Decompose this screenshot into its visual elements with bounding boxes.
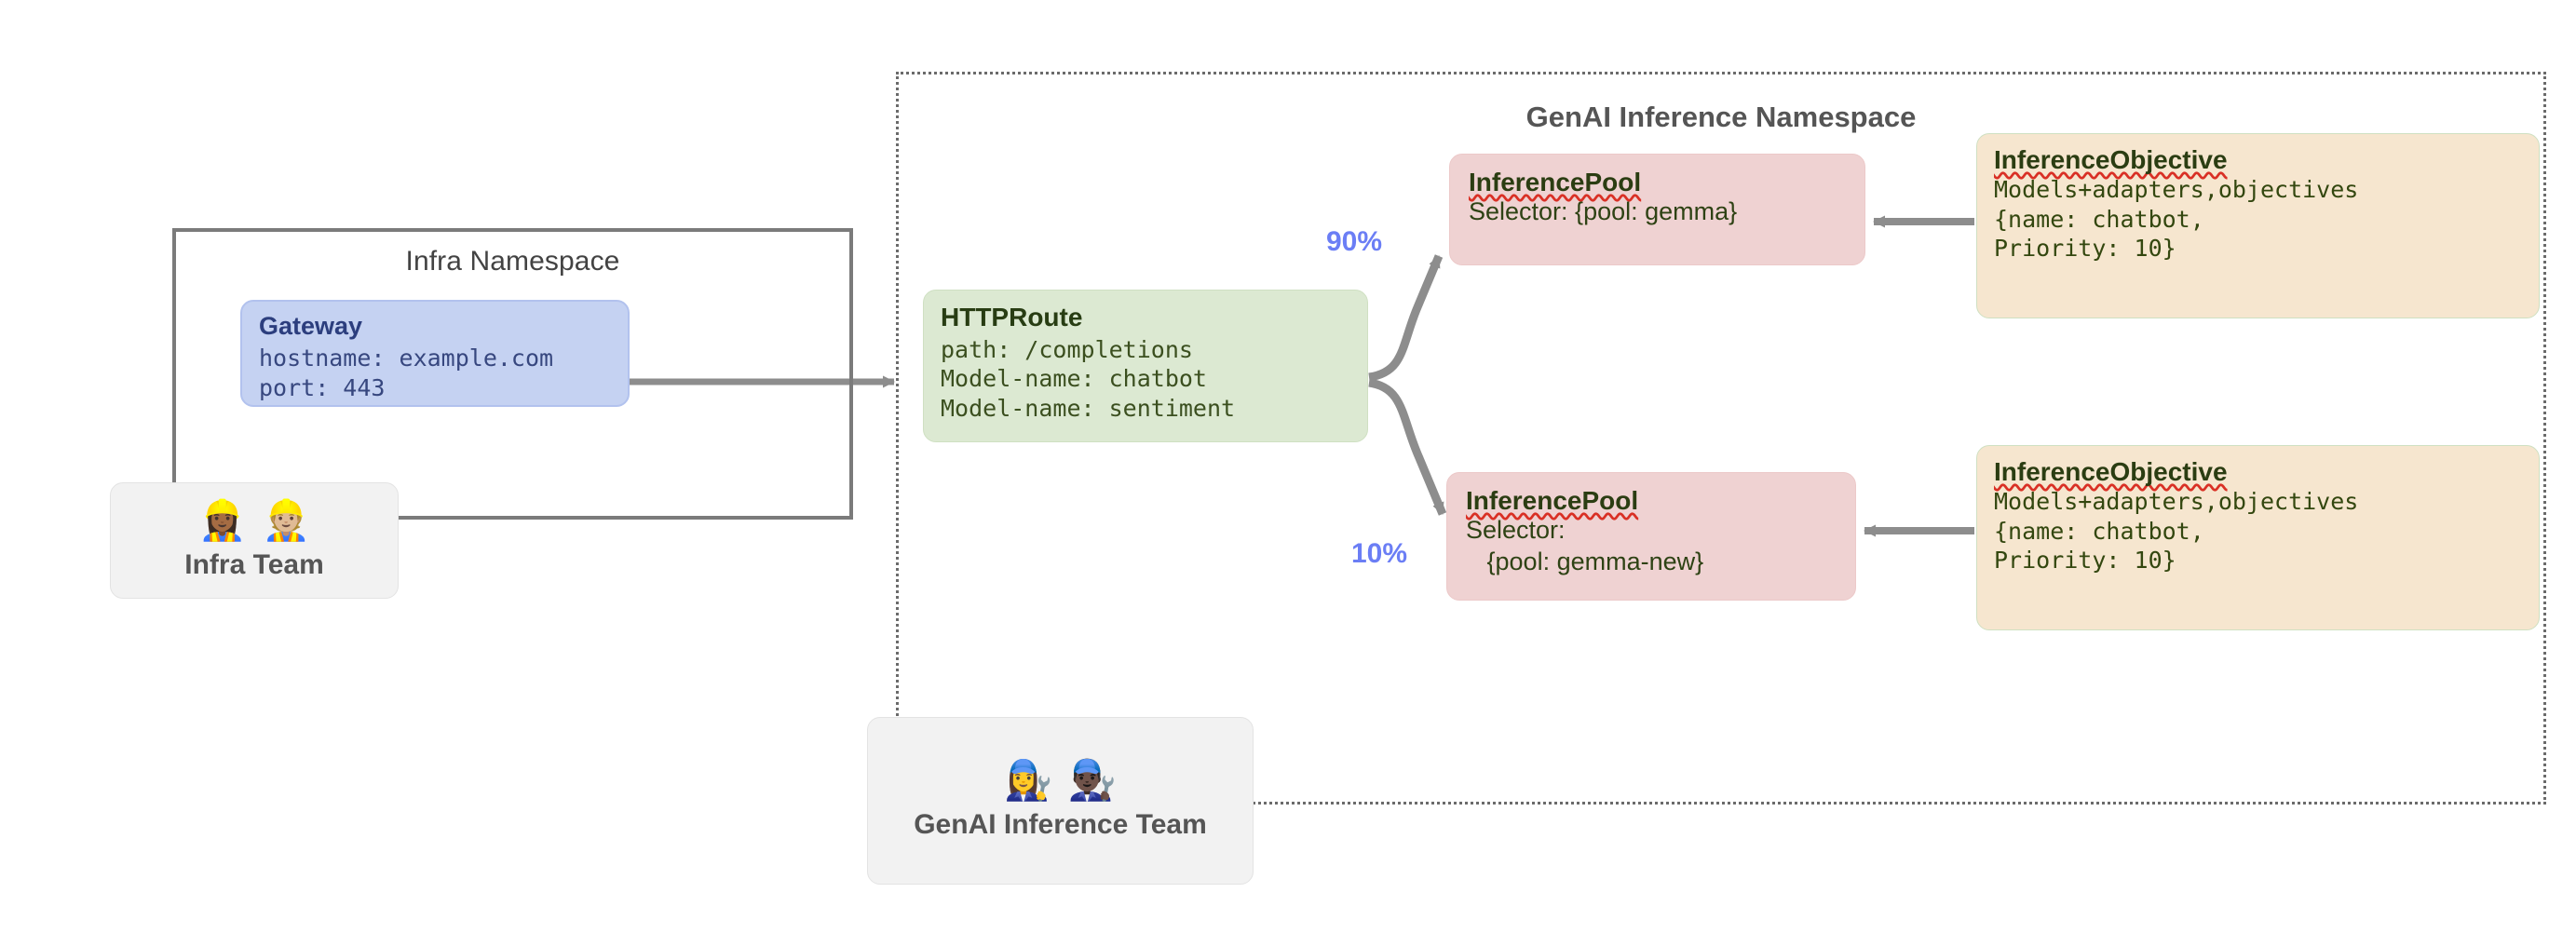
inferenceobjective-bottom-node[interactable]: InferenceObjective Models+adapters,objec… [1976,445,2540,630]
inferenceobjective-top-node[interactable]: InferenceObjective Models+adapters,objec… [1976,133,2540,318]
genai-inference-team-label: GenAI Inference Team [914,809,1207,840]
httproute-model-name-sentiment-line: Model-name: sentiment [941,395,1236,423]
gateway-port-line: port: 443 [259,374,386,402]
inferencepool-gemma-selector-line: Selector: {pool: gemma} [1469,197,1738,226]
infra-namespace-container: Infra Namespace [172,228,853,520]
genai-inference-team-card[interactable]: 👩‍🔧👨🏿‍🔧 GenAI Inference Team [867,717,1254,885]
construction-worker-icon: 👷🏾‍♀️👷🏼 [197,496,326,543]
inferenceobjective-top-priority-line: Priority: 10} [1994,235,2176,263]
httproute-model-name-chatbot-line: Model-name: chatbot [941,365,1207,393]
gateway-node[interactable]: Gateway hostname: example.com port: 443 [240,300,630,407]
genai-namespace-title: GenAI Inference Namespace [1525,101,1917,133]
inferenceobjective-top-name-line: {name: chatbot, [1994,205,2204,233]
gateway-title: Gateway [259,312,363,340]
inferenceobjective-top-models-line: Models+adapters,objectives [1994,176,2359,204]
httproute-node[interactable]: HTTPRoute path: /completions Model-name:… [923,290,1368,442]
traffic-split-10-label: 10% [1351,538,1408,569]
gateway-hostname-line: hostname: example.com [259,344,554,372]
infra-team-label: Infra Team [184,548,324,580]
infra-namespace-title: Infra Namespace [405,246,620,277]
inferenceobjective-bottom-title: InferenceObjective [1994,457,2228,486]
traffic-split-90-label: 90% [1326,226,1383,257]
infra-team-card[interactable]: 👷🏾‍♀️👷🏼 Infra Team [110,482,399,599]
inferencepool-gemma-new-selector-value: {pool: gemma-new} [1466,548,1704,576]
inferencepool-gemma-new-node[interactable]: InferencePool Selector: {pool: gemma-new… [1446,472,1856,601]
inferenceobjective-top-title: InferenceObjective [1994,145,2228,174]
mechanic-icon: 👩‍🔧👨🏿‍🔧 [1004,757,1132,803]
inferenceobjective-bottom-name-line: {name: chatbot, [1994,517,2204,545]
httproute-path-line: path: /completions [941,335,1193,363]
inferencepool-gemma-new-title: InferencePool [1466,486,1639,515]
inferencepool-gemma-title: InferencePool [1469,168,1642,196]
inferencepool-gemma-node[interactable]: InferencePool Selector: {pool: gemma} [1449,154,1865,265]
httproute-title: HTTPRoute [941,303,1083,331]
inferencepool-gemma-new-selector-label: Selector: [1466,516,1566,545]
genai-namespace-container: GenAI Inference Namespace [896,72,2546,805]
inferenceobjective-bottom-priority-line: Priority: 10} [1994,547,2176,575]
inferenceobjective-bottom-models-line: Models+adapters,objectives [1994,488,2359,516]
